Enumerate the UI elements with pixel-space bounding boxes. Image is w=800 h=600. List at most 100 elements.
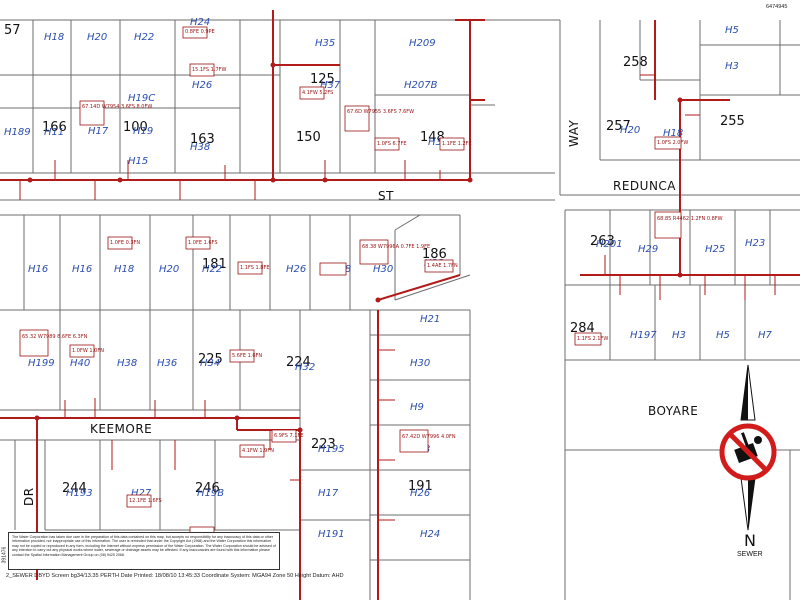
lot-number: 148 [420, 130, 445, 145]
lot-number: 225 [198, 352, 223, 367]
house-number: H36 [157, 358, 177, 369]
house-number: H15 [128, 156, 148, 167]
house-number: H26 [410, 488, 430, 499]
house-number: H201 [596, 239, 623, 250]
annotation-text: 1.1FE 1.2FE [442, 141, 472, 147]
annotation-text: 4.1FW 1.9FN [242, 448, 274, 454]
house-number: H18 [44, 32, 64, 43]
easting-left: 391476 [1, 546, 8, 564]
annotation-text: 0.8FE 0.9PE [185, 29, 215, 35]
road-label-dr: DR [22, 487, 36, 506]
manholes [27, 62, 683, 433]
northing-top: 6474945 [766, 4, 788, 10]
annotation-text: 6.9FS 7.1FE [274, 433, 304, 439]
house-number: H23 [745, 238, 765, 249]
house-number: H7 [758, 330, 773, 341]
road-label-redunca: REDUNCA [613, 179, 676, 193]
annotation-text: 67.14D W7954 3.6FS 8.0FW [82, 104, 152, 110]
annotation-boxes [19, 26, 682, 534]
lot-number: 255 [720, 114, 745, 129]
lot-number: 150 [296, 130, 321, 145]
house-number: H5 [725, 25, 739, 36]
house-number: H21 [420, 314, 440, 325]
road-label-keemore: KEEMORE [90, 422, 152, 436]
house-number: H199 [28, 358, 55, 369]
annotation-text: 1.4AE 1.7FN [427, 263, 458, 269]
house-number: H3 [672, 330, 686, 341]
lot-number: 181 [202, 257, 227, 272]
road-label-st: ST [378, 189, 394, 203]
house-number: H32 [295, 362, 315, 373]
house-number: H20 [620, 125, 640, 136]
house-number: H35 [315, 38, 335, 49]
lot-number: 191 [408, 479, 433, 494]
annotation-text: 5.6FE 1.6FN [232, 353, 262, 359]
house-number: H19B [197, 488, 224, 499]
annotation-texts: 0.8FE 0.9PE 15.1FS 1.7FW 4.1FW 5.2FS 67.… [22, 29, 723, 504]
house-number: H195 [318, 444, 345, 455]
annotation-text: 68.85 R4462 1.2FN 0.8FW [657, 216, 723, 222]
house-number: H3 [725, 61, 739, 72]
house-number: H37 [320, 80, 341, 91]
annotation-text: 1.1FS 1.8FE [240, 265, 270, 271]
disclaimer-box: The Water Corporation has taken due care… [8, 532, 280, 570]
house-number: H16 [28, 264, 48, 275]
house-number: H189 [4, 127, 31, 138]
house-number: H197 [630, 330, 657, 341]
house-number: H29 [638, 244, 658, 255]
lot-number: 244 [62, 481, 87, 496]
house-number: H9 [410, 402, 424, 413]
house-number: H31 [428, 137, 448, 148]
house-number: H11 [44, 127, 64, 138]
house-number: H18 [663, 128, 683, 139]
house-number: H38 [117, 358, 137, 369]
north-letter: N [744, 531, 756, 550]
annotation-text: 1.0FS 2.0FW [657, 140, 688, 146]
house-number: H17 [318, 488, 339, 499]
footer-info: 2_SEWER DBYD Screen bg34/13.35 PERTH Dat… [6, 573, 344, 579]
house-number: H5 [716, 330, 730, 341]
lot-number: 263 [590, 234, 615, 249]
annotation-text: 67.6D W7955 3.6FS 7.6FW [347, 109, 414, 115]
lot-number: 224 [286, 355, 311, 370]
house-number: H16 [72, 264, 92, 275]
annotation-text: 1.1FS 2.1FW [577, 336, 608, 342]
house-number: H17 [88, 126, 109, 137]
house-number: H30 [373, 264, 393, 275]
sewer-connections [19, 74, 776, 521]
house-number: H24 [190, 17, 210, 28]
house-number: H193 [66, 488, 93, 499]
house-number: H18 [114, 264, 134, 275]
lot-number: 125 [310, 72, 335, 87]
house-number: H20 [159, 264, 179, 275]
north-arrow [740, 364, 756, 531]
house-number: H38 [190, 142, 210, 153]
house-number: H34 [200, 358, 220, 369]
house-number: H191 [318, 529, 345, 540]
house-number: H27 [131, 488, 152, 499]
road-label-boyare: BOYARE [648, 404, 698, 418]
cadastral-boundaries [0, 19, 800, 600]
lot-number: 186 [422, 247, 447, 262]
lot-number: 246 [195, 481, 220, 496]
lot-number: 258 [623, 55, 648, 70]
annotation-text: 1.0FS 6.7FE [377, 141, 407, 147]
annotation-text: 1.0FE 1.6FS [188, 240, 218, 246]
road-label-way: WAY [567, 120, 581, 147]
annotation-text: 1.0FE 0.3FN [110, 240, 140, 246]
lot-number: 163 [190, 132, 215, 147]
lot-number: 257 [606, 119, 631, 134]
house-number: H26 [286, 264, 306, 275]
house-number: H209 [409, 38, 436, 49]
house-number: H207B [404, 80, 438, 91]
lot-number: 166 [42, 120, 67, 135]
house-number: H20 [87, 32, 107, 43]
annotation-text: 4.1FW 5.2FS [302, 90, 333, 96]
service-label: SEWER [737, 551, 763, 558]
house-number: H19C [128, 93, 155, 104]
annotation-text: 15.1FS 1.7FW [192, 67, 227, 73]
annotation-text: 12.1FE 1.6FS [129, 498, 162, 504]
annotation-text: 67.42D W7996 4.0FN [402, 434, 456, 440]
